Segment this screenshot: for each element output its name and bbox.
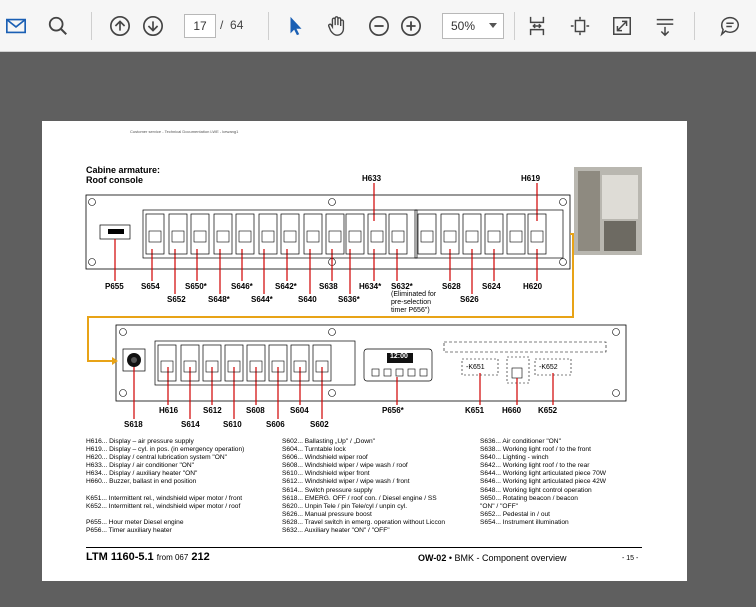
rocker-switch: [325, 213, 345, 255]
label-s612: S612: [203, 406, 222, 415]
label-s650: S650*: [185, 282, 207, 291]
label-s604: S604: [290, 406, 309, 415]
label-k652: K652: [538, 406, 558, 415]
toolbar-separator: [268, 12, 269, 40]
page-down-icon[interactable]: [141, 14, 165, 38]
header-note: Customer service - Technical Documentati…: [130, 129, 239, 134]
label-s628: S628: [442, 282, 461, 291]
section-title: Cabine armature: Roof console: [86, 165, 161, 185]
toolbar-separator: [694, 12, 695, 40]
rocker-switch: [180, 344, 200, 382]
label-p656: P656*: [382, 406, 404, 415]
label-s624: S624: [482, 282, 501, 291]
label-h634: H634*: [359, 282, 382, 291]
select-arrow-icon[interactable]: [284, 14, 308, 38]
label-p655: P655: [105, 282, 124, 291]
rocker-switch: [462, 213, 482, 255]
rocker-switch: [145, 213, 165, 255]
rocker-switch: [246, 344, 266, 382]
rocker-switch: [303, 213, 323, 255]
legend-column-3: S636... Air conditioner "ON"S638... Work…: [480, 438, 606, 526]
rocker-switch: [527, 213, 547, 255]
fullscreen-icon[interactable]: [610, 14, 634, 38]
label-h616: H616: [159, 406, 179, 415]
label-s608: S608: [246, 406, 265, 415]
label-s638: S638: [319, 282, 338, 291]
rocker-switch: [258, 213, 278, 255]
rocker-switch: [268, 344, 288, 382]
label-s648: S648*: [208, 295, 230, 304]
label-s652: S652: [167, 295, 186, 304]
chevron-down-icon: [489, 23, 497, 28]
toolbar-separator: [514, 12, 515, 40]
fit-page-icon[interactable]: [525, 14, 549, 38]
label-s606: S606: [266, 420, 285, 429]
label-s640: S640: [298, 295, 317, 304]
zoom-value: 50%: [451, 19, 476, 33]
roof-console-diagram: [85, 167, 642, 419]
footer-rule: [86, 547, 642, 548]
rocker-switch: [484, 213, 504, 255]
page-up-icon[interactable]: [108, 14, 132, 38]
rocker-switch: [213, 213, 233, 255]
footer-section: OW-02 • BMK - Component overview: [418, 553, 567, 563]
zoom-select[interactable]: 50%: [442, 13, 504, 39]
mail-icon[interactable]: [4, 14, 28, 38]
rocker-switch: [417, 213, 437, 255]
label-h619: H619: [521, 174, 541, 183]
scroll-mode-icon[interactable]: [653, 14, 677, 38]
rocker-switch: [235, 213, 255, 255]
upper-console-panel: [85, 194, 571, 270]
comment-icon[interactable]: [718, 14, 742, 38]
rocker-switch: [190, 213, 210, 255]
rocker-switch: [157, 344, 177, 382]
pdf-toolbar: 17 / 64 50%: [0, 0, 756, 52]
timer-display: 12:00: [390, 353, 408, 360]
rocker-switch: [168, 213, 188, 255]
label-s610: S610: [223, 420, 242, 429]
rocker-switch: [388, 213, 408, 255]
rotate-icon[interactable]: [568, 14, 592, 38]
label-h633: H633: [362, 174, 382, 183]
label-s614: S614: [181, 420, 200, 429]
box-k651: -K651: [466, 364, 485, 371]
note-s632: (Eliminated for pre-selection timer P656…: [391, 291, 437, 314]
footer-page-number: - 15 -: [622, 555, 639, 562]
zoom-out-icon[interactable]: [367, 14, 391, 38]
footer-model: LTM 1160-5.1 from 067 212: [86, 551, 210, 563]
label-s602: S602: [310, 420, 329, 429]
box-k652: -K652: [539, 364, 558, 371]
rocker-switch: [367, 213, 387, 255]
label-h620: H620: [523, 282, 543, 291]
label-s636: S636*: [338, 295, 360, 304]
zoom-in-icon[interactable]: [399, 14, 423, 38]
label-k651: K651: [465, 406, 485, 415]
rocker-switch: [506, 213, 526, 255]
lower-console-panel: [115, 324, 627, 402]
rocker-switch: [290, 344, 310, 382]
label-h660: H660: [502, 406, 522, 415]
rocker-switch: [312, 344, 332, 382]
pdf-page: Customer service - Technical Documentati…: [42, 121, 687, 581]
label-s618: S618: [124, 420, 143, 429]
rocker-switch: [202, 344, 222, 382]
page-total: / 64: [220, 18, 244, 32]
search-icon[interactable]: [46, 14, 70, 38]
rocker-switch: [280, 213, 300, 255]
toolbar-separator: [91, 12, 92, 40]
rocker-switch: [224, 344, 244, 382]
hand-icon[interactable]: [325, 14, 349, 38]
cabin-photo: [574, 167, 642, 255]
legend-column-2: S602... Ballasting „Up" / „Down"S604... …: [282, 438, 446, 535]
label-s644: S644*: [251, 295, 273, 304]
label-s646: S646*: [231, 282, 253, 291]
page-number-input[interactable]: 17: [184, 14, 216, 38]
label-s654: S654: [141, 282, 160, 291]
label-s632: S632*: [391, 282, 413, 291]
rocker-switch: [440, 213, 460, 255]
label-s642: S642*: [275, 282, 297, 291]
label-s626: S626: [460, 295, 479, 304]
rocker-switch: [345, 213, 365, 255]
